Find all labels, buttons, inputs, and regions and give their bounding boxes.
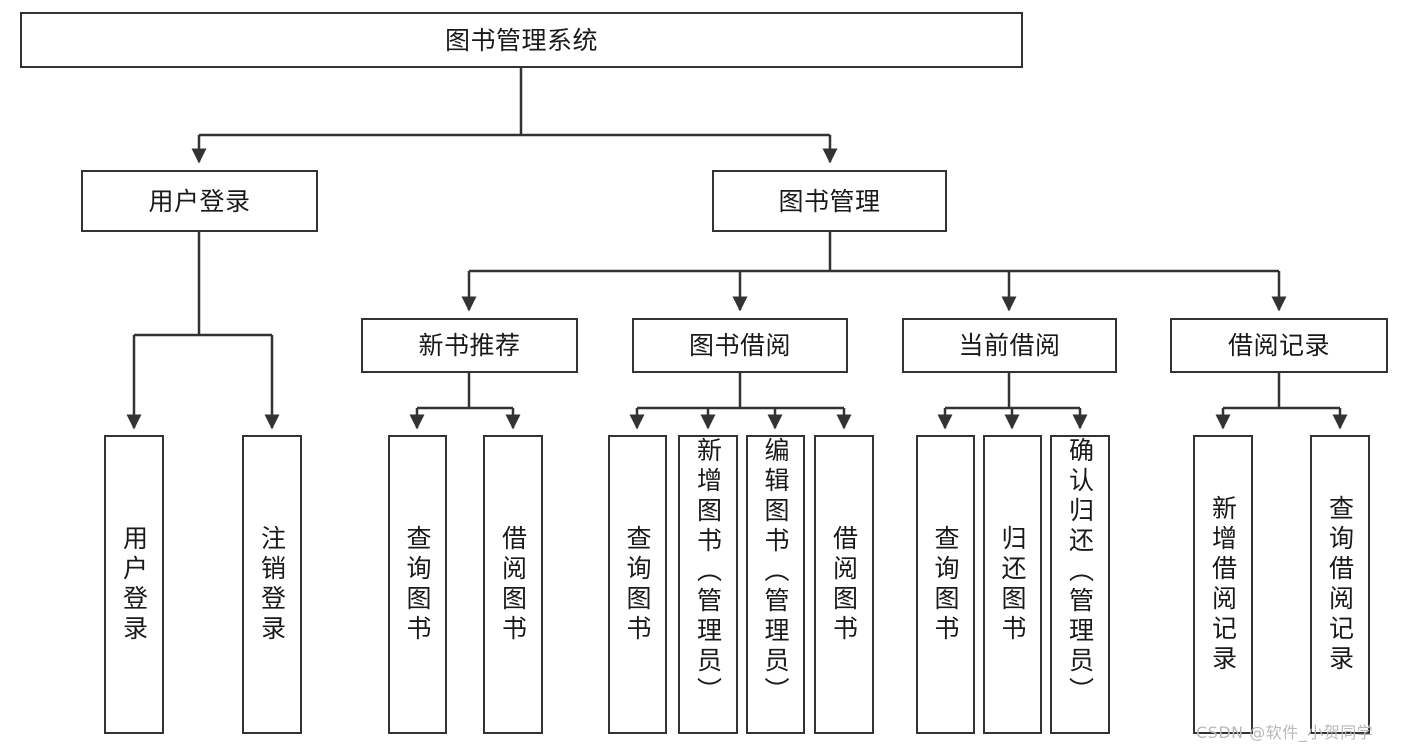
- node-new-book-recommend[interactable]: 新书推荐: [361, 318, 578, 373]
- node-leaf-confirm-return[interactable]: 确认归还（管理员）: [1050, 435, 1110, 734]
- node-leaf-add-record[interactable]: 新增借阅记录: [1193, 435, 1253, 734]
- node-leaf-borrow-book-1[interactable]: 借阅图书: [483, 435, 543, 734]
- node-leaf-user-login-label: 用户登录: [119, 524, 149, 645]
- node-leaf-add-book[interactable]: 新增图书（管理员）: [678, 435, 738, 734]
- node-leaf-query-book-2[interactable]: 查询图书: [608, 435, 667, 734]
- node-leaf-confirm-return-label: 确认归还（管理员）: [1065, 437, 1095, 707]
- node-leaf-query-book-2-label: 查询图书: [623, 524, 652, 645]
- node-leaf-edit-book-label: 编辑图书（管理员）: [761, 437, 790, 707]
- node-leaf-borrow-book-1-label: 借阅图书: [498, 524, 528, 645]
- node-leaf-logout-label: 注销登录: [257, 524, 287, 645]
- node-current-borrow[interactable]: 当前借阅: [902, 318, 1117, 373]
- node-leaf-borrow-book-2-label: 借阅图书: [829, 524, 859, 645]
- node-leaf-add-record-label: 新增借阅记录: [1208, 494, 1238, 675]
- node-root-label: 图书管理系统: [444, 25, 598, 55]
- node-leaf-query-book-1[interactable]: 查询图书: [388, 435, 447, 734]
- node-leaf-query-book-3-label: 查询图书: [931, 524, 960, 645]
- node-leaf-return-book[interactable]: 归还图书: [983, 435, 1042, 734]
- node-new-book-recommend-label: 新书推荐: [418, 331, 521, 360]
- node-user-login[interactable]: 用户登录: [81, 170, 318, 232]
- node-book-borrow[interactable]: 图书借阅: [632, 318, 848, 373]
- node-leaf-query-record[interactable]: 查询借阅记录: [1310, 435, 1370, 734]
- node-root[interactable]: 图书管理系统: [20, 12, 1023, 68]
- node-book-management-label: 图书管理: [778, 186, 881, 216]
- node-user-login-label: 用户登录: [148, 186, 251, 216]
- node-leaf-borrow-book-2[interactable]: 借阅图书: [814, 435, 874, 734]
- node-current-borrow-label: 当前借阅: [958, 331, 1061, 360]
- node-leaf-add-book-label: 新增图书（管理员）: [693, 437, 723, 707]
- node-leaf-edit-book[interactable]: 编辑图书（管理员）: [746, 435, 805, 734]
- node-book-borrow-label: 图书借阅: [688, 331, 791, 360]
- node-book-management[interactable]: 图书管理: [712, 170, 947, 232]
- csdn-watermark: CSDN @软件_小贺同学: [1196, 723, 1374, 742]
- node-leaf-query-book-1-label: 查询图书: [403, 524, 432, 645]
- node-borrow-record-label: 借阅记录: [1227, 331, 1330, 360]
- node-leaf-return-book-label: 归还图书: [998, 524, 1027, 645]
- node-leaf-user-login[interactable]: 用户登录: [104, 435, 164, 734]
- node-borrow-record[interactable]: 借阅记录: [1170, 318, 1388, 373]
- node-leaf-query-record-label: 查询借阅记录: [1325, 494, 1355, 675]
- node-leaf-logout[interactable]: 注销登录: [242, 435, 302, 734]
- node-leaf-query-book-3[interactable]: 查询图书: [916, 435, 975, 734]
